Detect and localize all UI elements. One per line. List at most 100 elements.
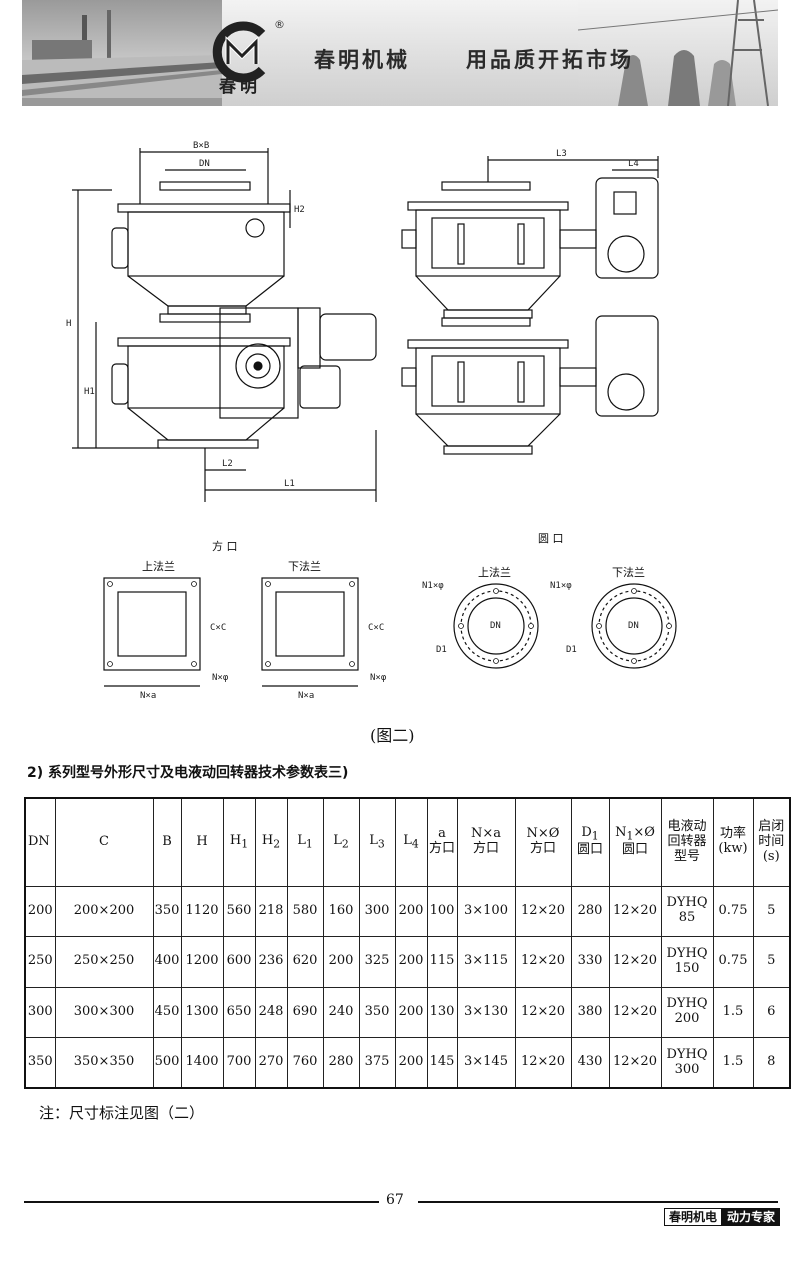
cell-l4: 200	[394, 936, 428, 988]
cell-l4: 200	[394, 1037, 428, 1089]
cell-h: 1400	[180, 1037, 224, 1089]
cell-nxo: 12×20	[514, 885, 572, 937]
footer-badge-tagline: 动力专家	[722, 1208, 781, 1226]
label-h: H	[66, 319, 71, 329]
label-l2: L2	[222, 459, 233, 469]
label-nxa-a: N×a	[140, 691, 156, 701]
cell-n1xo: 12×20	[608, 1037, 662, 1089]
cell-b: 350	[152, 885, 182, 937]
page-number: 67	[386, 1192, 404, 1208]
table-note: 注：尺寸标注见图（二）	[39, 1104, 205, 1122]
cell-l3: 350	[358, 986, 396, 1038]
cell-time: 5	[752, 936, 791, 988]
header-time: 启闭时间(s)	[752, 797, 791, 887]
header-l3: L3	[358, 797, 396, 887]
cell-dn: 300	[24, 986, 56, 1038]
header-dn: DN	[24, 797, 56, 887]
cell-a: 145	[426, 1037, 458, 1089]
square-lower-flange-label: 下法兰	[288, 559, 321, 573]
industrial-photo-left	[22, 0, 222, 106]
cell-l1: 580	[286, 885, 324, 937]
label-cxc-b: C×C	[368, 623, 384, 633]
cell-l3: 375	[358, 1037, 396, 1089]
cell-h: 1300	[180, 986, 224, 1038]
header-model: 电液动回转器型号	[660, 797, 714, 887]
square-flange-upper	[103, 577, 201, 687]
cell-nxa: 3×130	[456, 986, 516, 1038]
cell-h: 1120	[180, 885, 224, 937]
cell-b: 500	[152, 1037, 182, 1089]
header-b: B	[152, 797, 182, 887]
cell-time: 6	[752, 986, 791, 1038]
cell-a: 100	[426, 885, 458, 937]
label-bxb: B×B	[193, 141, 209, 151]
logo-text: 春明	[219, 77, 261, 97]
cell-power: 1.5	[712, 986, 754, 1038]
label-dn: DN	[199, 159, 210, 169]
square-port-title: 方 口	[212, 539, 238, 553]
cell-l4: 200	[394, 885, 428, 937]
cell-nxa: 3×115	[456, 936, 516, 988]
cell-h2: 270	[254, 1037, 288, 1089]
cell-n1xo: 12×20	[608, 986, 662, 1038]
cell-time: 8	[752, 1037, 791, 1089]
round-upper-flange-label: 上法兰	[478, 565, 511, 579]
header-h2: H2	[254, 797, 288, 887]
label-l4: L4	[628, 159, 639, 169]
cell-n1xo: 12×20	[608, 885, 662, 937]
cell-time: 5	[752, 885, 791, 937]
label-d1-a: D1	[436, 645, 447, 655]
footer-rule-left	[24, 1201, 379, 1203]
label-h1: H1	[84, 387, 95, 397]
cell-c: 300×300	[54, 986, 154, 1038]
footer-badge-company: 春明机电	[664, 1208, 723, 1226]
table-row: 200 200×200 350 1120 560 218 580 160 300…	[24, 885, 791, 937]
cell-l2: 160	[322, 885, 360, 937]
cell-nxo: 12×20	[514, 986, 572, 1038]
cell-l3: 325	[358, 936, 396, 988]
header-power: 功率(kw)	[712, 797, 754, 887]
cell-l4: 200	[394, 986, 428, 1038]
cell-d1: 330	[570, 936, 610, 988]
technical-drawing: B×B DN H2 H H1 L2 L1 L3 L4 方 口 圆 口 上法兰 下…	[66, 141, 677, 701]
cell-h1: 600	[222, 936, 256, 988]
label-l1: L1	[284, 479, 295, 489]
cell-power: 1.5	[712, 1037, 754, 1089]
label-nxa-b: N×a	[298, 691, 314, 701]
cell-nxo: 12×20	[514, 1037, 572, 1089]
header-l2: L2	[322, 797, 360, 887]
side-view	[401, 156, 659, 455]
cell-d1: 380	[570, 986, 610, 1038]
square-flange-lower	[261, 577, 359, 687]
cell-dn: 250	[24, 936, 56, 988]
cell-d1: 430	[570, 1037, 610, 1089]
cell-h1: 700	[222, 1037, 256, 1089]
registered-mark: ®	[274, 18, 285, 31]
cell-d1: 280	[570, 885, 610, 937]
header-l4: L4	[394, 797, 428, 887]
cell-l3: 300	[358, 885, 396, 937]
cell-b: 400	[152, 936, 182, 988]
cell-nxo: 12×20	[514, 936, 572, 988]
cell-n1xo: 12×20	[608, 936, 662, 988]
cell-power: 0.75	[712, 936, 754, 988]
header-c: C	[54, 797, 154, 887]
label-dn-round-b: DN	[628, 621, 639, 631]
label-dn-round-a: DN	[490, 621, 501, 631]
label-cxc-a: C×C	[210, 623, 226, 633]
cell-dn: 350	[24, 1037, 56, 1089]
cell-h2: 236	[254, 936, 288, 988]
footer-badge: 春明机电 动力专家	[664, 1208, 781, 1226]
cell-power: 0.75	[712, 885, 754, 937]
cell-c: 250×250	[54, 936, 154, 988]
cell-l1: 690	[286, 986, 324, 1038]
